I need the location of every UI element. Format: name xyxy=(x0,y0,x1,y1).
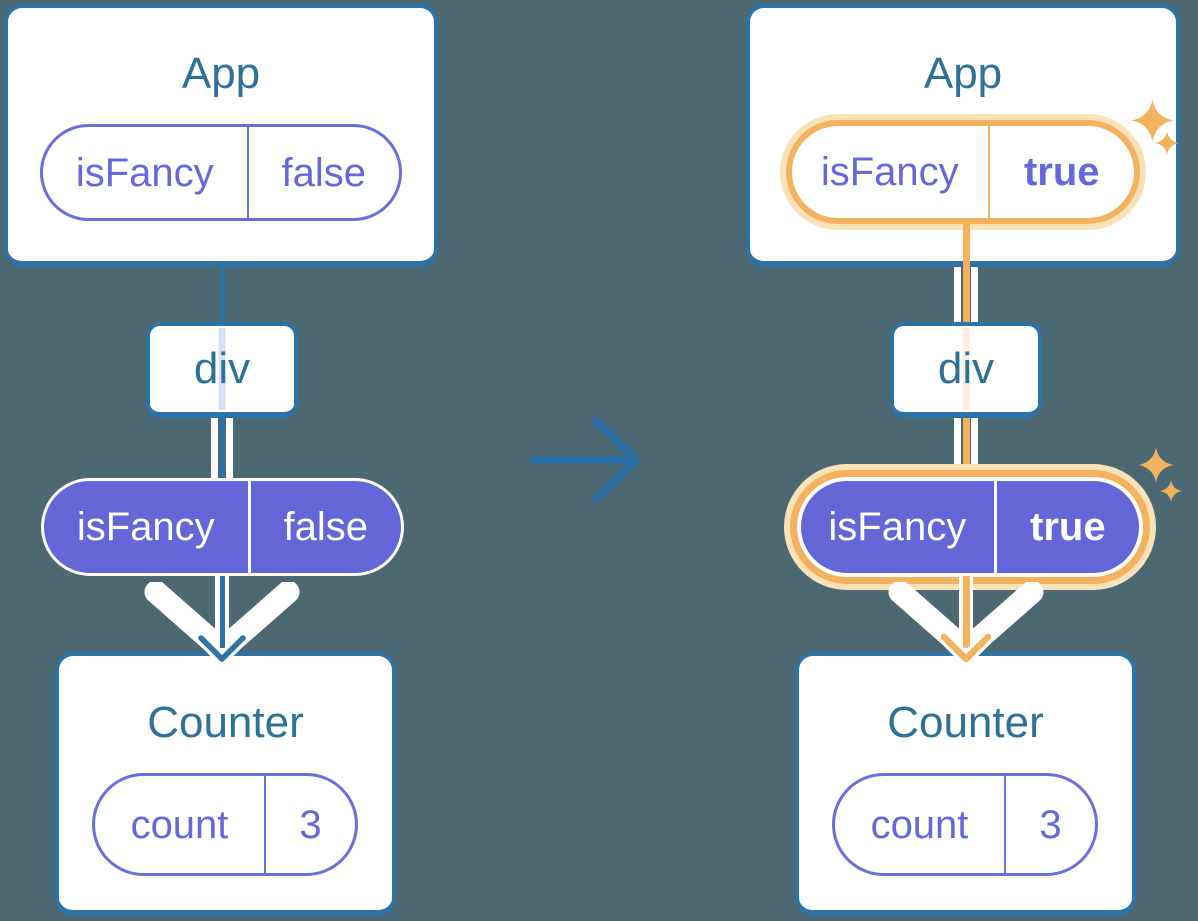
div-label: div xyxy=(193,344,251,393)
sparkle-icon xyxy=(1131,99,1174,142)
right-arrow-icon xyxy=(529,417,640,503)
state-flow-line xyxy=(962,257,970,580)
state-pill-isfancy: isFancy false xyxy=(40,124,402,221)
sparkle-icon xyxy=(1155,131,1179,155)
prop-arrowhead-icon xyxy=(939,633,993,664)
state-pill-count: count 3 xyxy=(832,773,1098,876)
prop-pipe-wall xyxy=(226,416,233,482)
state-name: isFancy xyxy=(75,150,214,195)
state-value: 3 xyxy=(264,776,355,873)
div-element-box: div xyxy=(146,322,298,418)
prop-name: isFancy xyxy=(76,505,215,549)
state-name: isFancy xyxy=(820,150,959,194)
sparkle-icon xyxy=(1138,447,1174,483)
state-value: false xyxy=(246,127,399,218)
component-title: Counter xyxy=(887,698,1044,747)
prop-value: false xyxy=(247,481,401,573)
state-value: 3 xyxy=(1004,776,1095,873)
prop-pipe-wall xyxy=(970,416,978,482)
prop-arrowhead-icon xyxy=(196,634,248,664)
counter-component-card: Counter count 3 xyxy=(55,652,396,916)
sparkle-icon xyxy=(1160,480,1182,502)
state-value: true xyxy=(987,126,1135,218)
prop-pipe-wall xyxy=(954,258,961,324)
prop-pipe-wall xyxy=(970,258,978,324)
state-flow-line xyxy=(962,220,970,265)
state-name: count xyxy=(870,802,969,847)
tree-edge-line xyxy=(219,264,225,580)
prop-pill-isfancy-highlighted: isFancy true xyxy=(797,477,1143,577)
faded-prop-pipe xyxy=(962,328,970,410)
app-component-card: App isFancy true xyxy=(746,4,1180,267)
prop-name: isFancy xyxy=(828,505,967,549)
prop-arrow-line xyxy=(219,576,225,648)
div-element-box: div xyxy=(890,322,1042,418)
state-pill-count: count 3 xyxy=(92,773,358,876)
prop-flow-chevron-icon xyxy=(144,582,300,662)
state-pill-isfancy-highlighted: isFancy true xyxy=(786,120,1140,224)
state-name: count xyxy=(130,802,229,847)
component-title: App xyxy=(181,49,261,98)
app-component-card: App isFancy false xyxy=(4,4,438,267)
faded-prop-pipe xyxy=(218,328,226,410)
counter-component-card: Counter count 3 xyxy=(795,652,1136,916)
prop-value: true xyxy=(993,481,1139,573)
component-title: App xyxy=(923,49,1003,98)
prop-pill-isfancy: isFancy false xyxy=(41,478,404,576)
component-title: Counter xyxy=(147,698,304,747)
div-label: div xyxy=(937,344,995,393)
prop-arrow-line xyxy=(962,576,970,648)
prop-pipe-wall xyxy=(954,416,961,482)
prop-pipe-wall xyxy=(211,416,218,482)
